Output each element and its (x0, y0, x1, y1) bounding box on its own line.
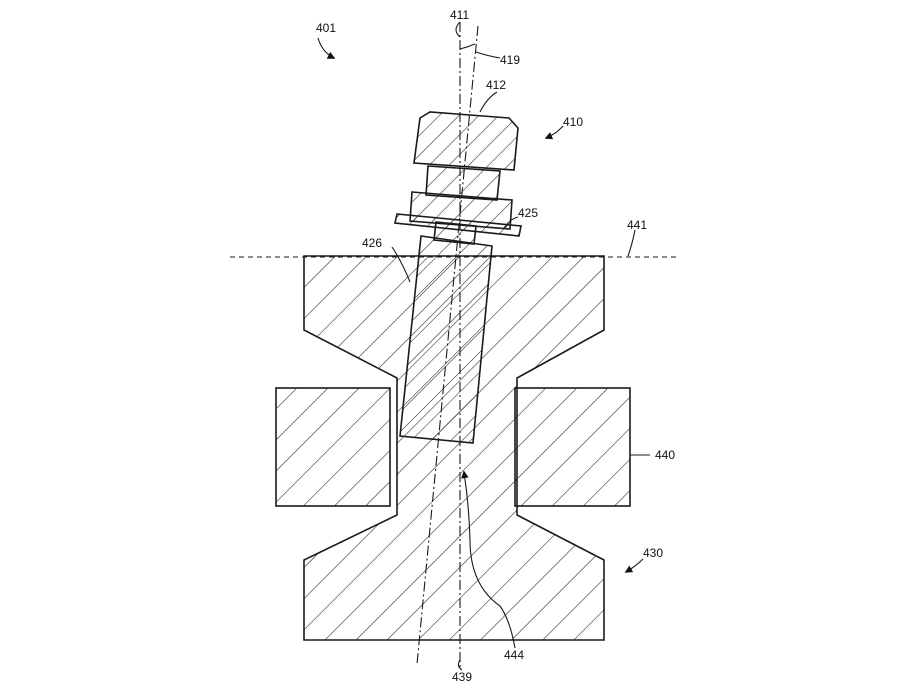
leader-426 (391, 246, 411, 283)
label-fig: 401 (316, 21, 336, 35)
label-440: 440 (655, 448, 675, 462)
leader-419 (475, 51, 501, 59)
label-439: 439 (452, 670, 472, 684)
leader-439 (457, 659, 463, 671)
leader-425 (503, 216, 519, 229)
leader-412 (479, 91, 498, 113)
base-body (303, 255, 605, 641)
tilted-axis (416, 25, 479, 665)
angle-arc (459, 43, 476, 50)
leader-441 (627, 229, 636, 257)
label-441: 441 (627, 218, 647, 232)
label-426: 426 (362, 236, 382, 250)
arrow-401 (317, 37, 336, 59)
head (413, 111, 519, 171)
arrow-410 (544, 125, 564, 140)
label-410: 410 (563, 115, 583, 129)
side-block-right (514, 387, 631, 507)
path-arrow (461, 470, 516, 649)
arrow-430 (624, 558, 644, 573)
label-430: 430 (643, 546, 663, 560)
label-444: 444 (504, 648, 524, 662)
side-block-left (275, 387, 391, 507)
label-419: 419 (500, 53, 520, 67)
label-411: 411 (450, 8, 469, 22)
label-412: 412 (486, 78, 506, 92)
label-425: 425 (518, 206, 538, 220)
leader-411 (455, 21, 461, 38)
